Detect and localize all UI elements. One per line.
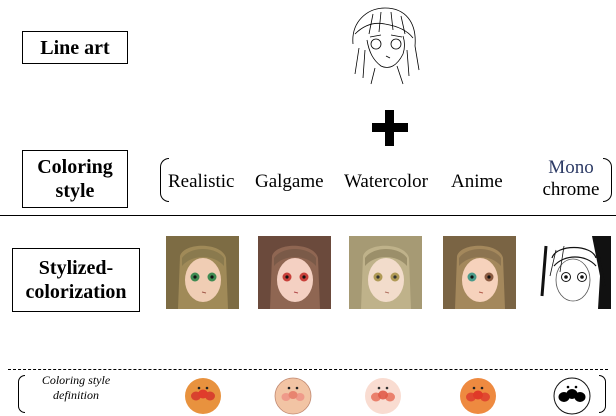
style-label-anime: Anime (451, 171, 503, 192)
definition-bracket-right (599, 375, 606, 413)
style-label-monochrome: Mono chrome (542, 157, 600, 200)
result-monochrome-image (538, 236, 611, 309)
section-divider (0, 215, 616, 216)
coloring-style-definition-label: Coloring style definition (41, 373, 111, 402)
definition-divider (8, 369, 608, 370)
stylized-colorization-label: Stylized- colorization (12, 248, 140, 312)
monochrome-face-icon (553, 377, 591, 415)
result-watercolor-image (349, 236, 422, 309)
style-label-realistic: Realistic (168, 171, 235, 192)
plus-icon (372, 110, 408, 146)
result-galgame-image (258, 236, 331, 309)
style-label-watercolor: Watercolor (344, 171, 428, 192)
style-bracket-right (603, 158, 612, 202)
anime-face-icon (460, 378, 496, 414)
result-realistic-image (166, 236, 239, 309)
line-art-label: Line art (22, 31, 128, 64)
galgame-face-icon (274, 377, 312, 415)
watercolor-face-icon (365, 378, 401, 414)
result-anime-image (443, 236, 516, 309)
style-label-galgame: Galgame (255, 171, 324, 192)
line-art-sketch (352, 7, 420, 85)
coloring-style-label: Coloring style (22, 150, 128, 208)
realistic-face-icon (185, 378, 221, 414)
